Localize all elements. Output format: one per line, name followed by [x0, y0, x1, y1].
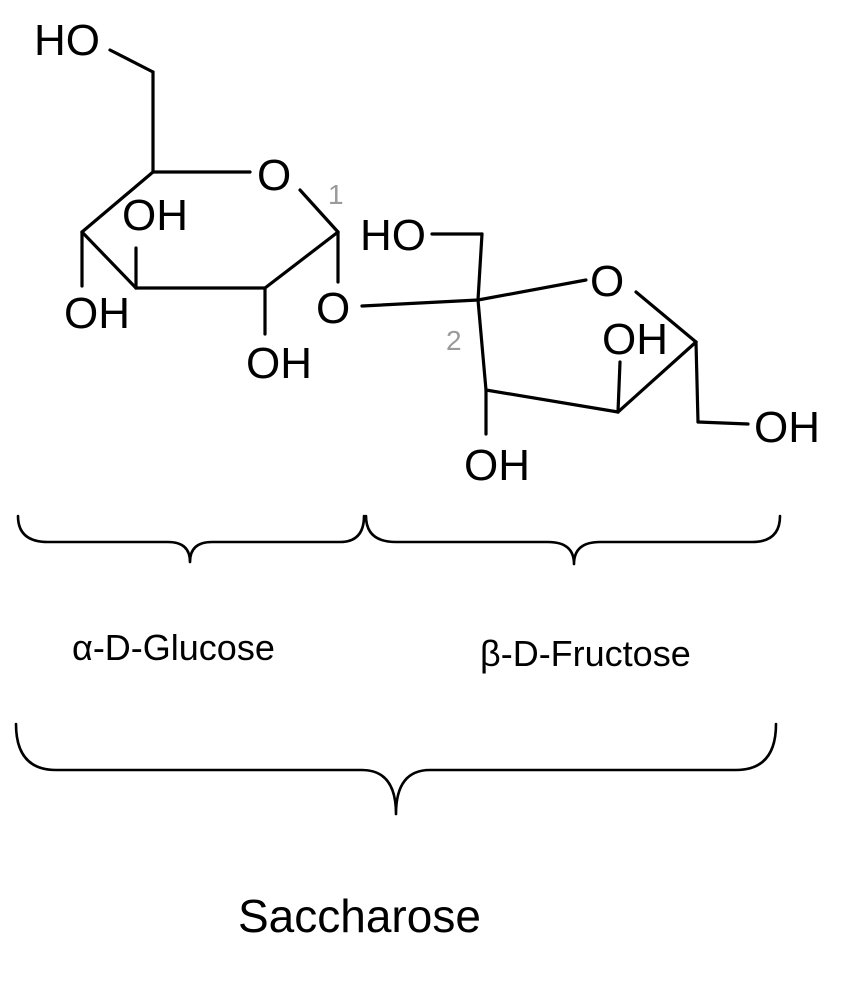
bond-c4-oh [616, 360, 622, 414]
glucose-c3-hydroxyl-label: OH [122, 191, 188, 240]
bond-c2-o5 [476, 278, 588, 302]
bond-c2-c1 [476, 232, 484, 302]
fructose-brace [364, 514, 782, 566]
bond-c4-c3 [484, 388, 620, 414]
saccharose-brace [14, 722, 778, 816]
bond-c1-c2 [263, 230, 340, 290]
bond-glycosidic-o-c2 [360, 298, 480, 308]
bond-c6-o6 [108, 48, 155, 74]
fructose-c4-hydroxyl-label: OH [602, 315, 668, 364]
fructose-c1-hydroxyl-label: HO [360, 211, 426, 260]
glucose-c6-hydroxyl-label: HO [34, 16, 100, 65]
fructose-ring-bonds [430, 232, 750, 436]
glucose-brace [16, 514, 366, 564]
glucose-c4-hydroxyl-label: OH [64, 289, 130, 338]
saccharose-label: Saccharose [238, 890, 481, 942]
glucose-ring-bonds [80, 48, 340, 336]
bond-o5-c1 [298, 188, 340, 234]
glucose-c1-locant: 1 [328, 179, 344, 210]
fructose-c2-locant: 2 [446, 325, 462, 356]
bond-c3-c2 [476, 298, 488, 392]
fructose-c3-hydroxyl-label: OH [464, 441, 530, 490]
bond-c5-c4 [616, 340, 698, 414]
fructose-ring-oxygen-label: O [590, 257, 624, 306]
bond-c3-c4 [80, 230, 138, 290]
bond-c4-c5 [80, 170, 155, 234]
bond-c5-c6 [694, 340, 700, 424]
glucose-ring-oxygen-label: O [257, 151, 291, 200]
fructose-label: β-D-Fructose [480, 633, 691, 674]
glycosidic-oxygen-label: O [316, 284, 350, 333]
glucose-label: α-D-Glucose [72, 627, 275, 668]
fructose-c6-hydroxyl-label: OH [754, 403, 820, 452]
bond-c6-oh [696, 420, 750, 426]
glucose-c2-hydroxyl-label: OH [246, 339, 312, 388]
bond-o5-c5 [634, 290, 698, 344]
